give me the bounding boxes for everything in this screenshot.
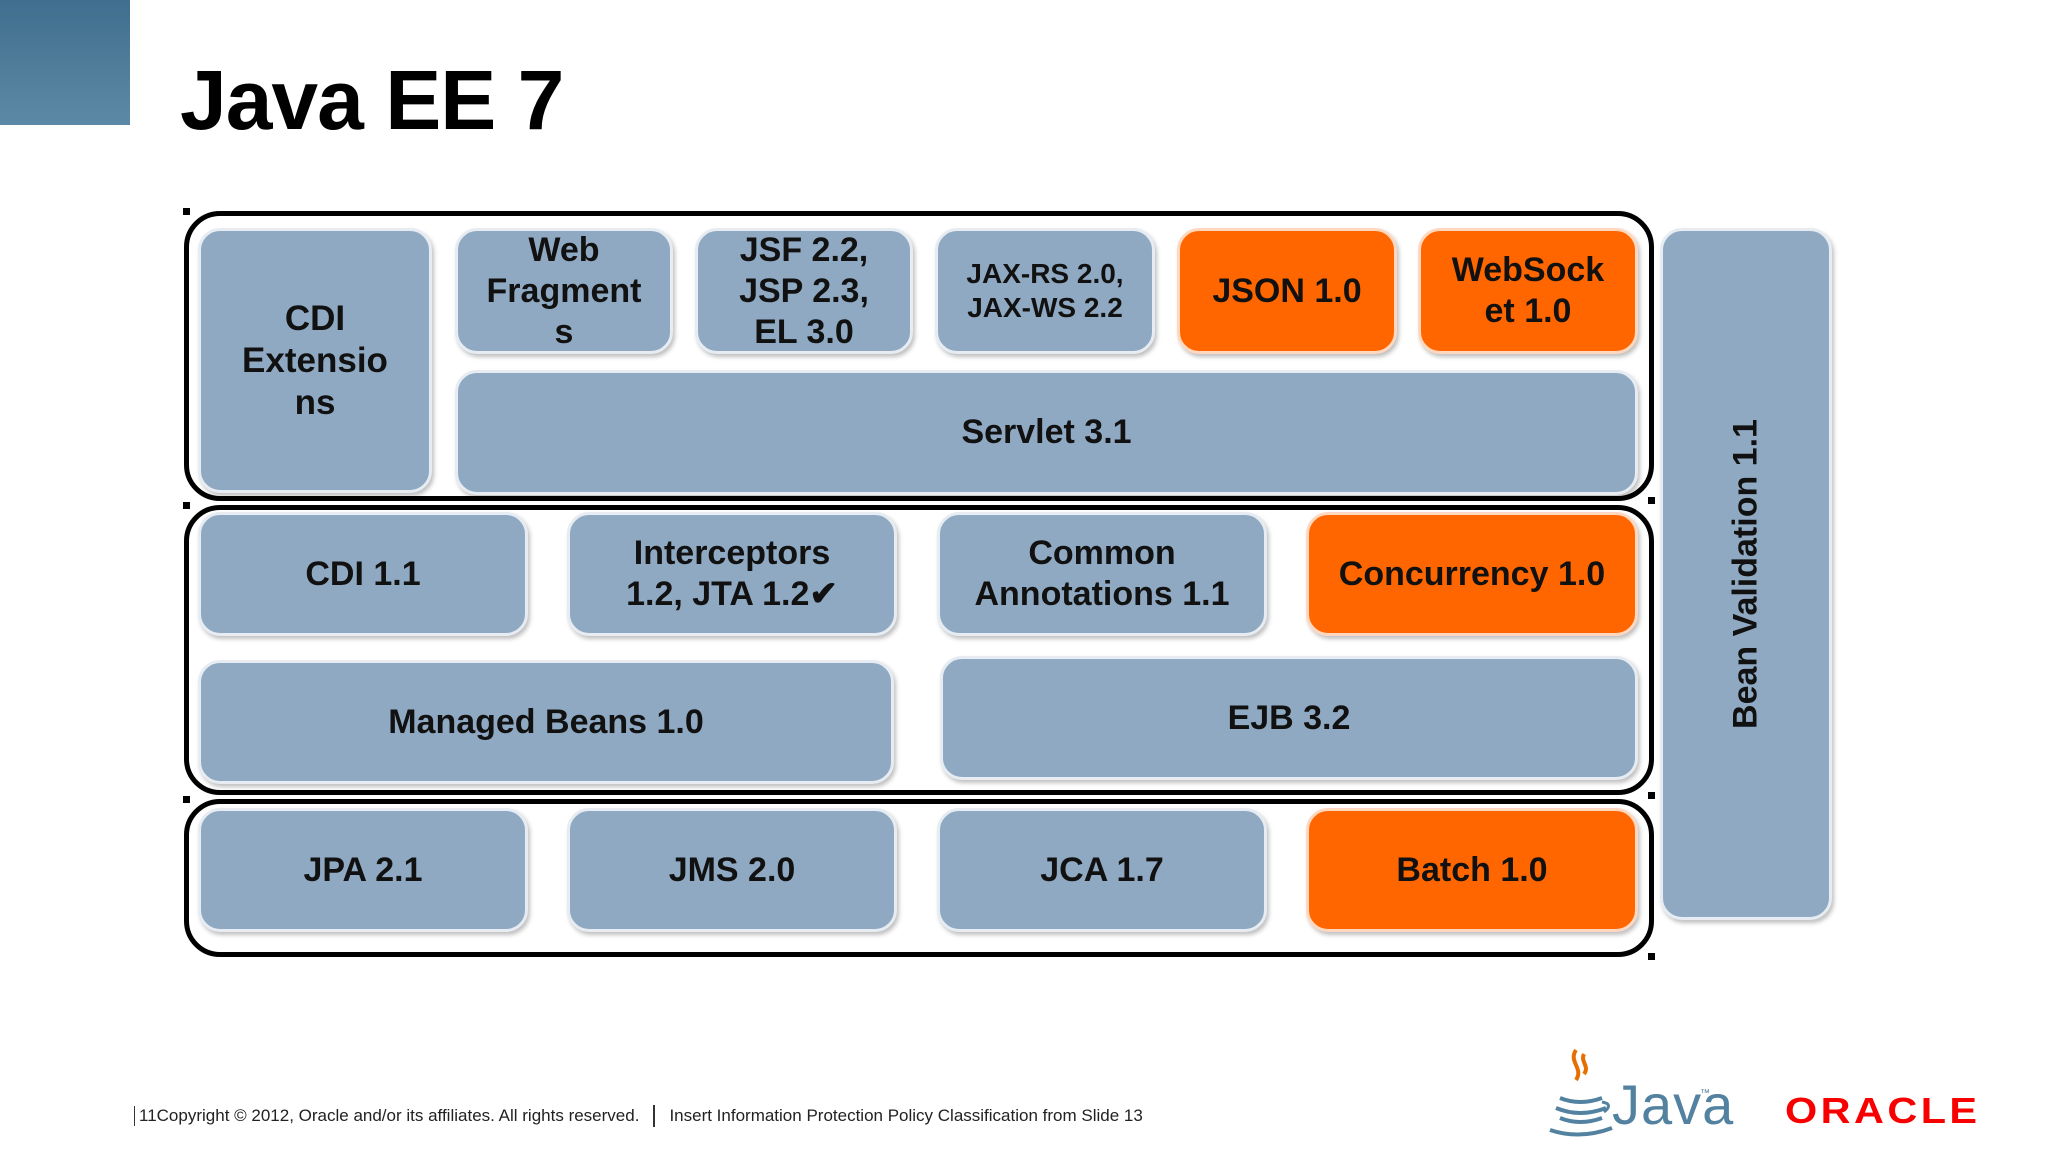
batch-box: Batch 1.0 [1306, 808, 1638, 932]
java-trademark: ™ [1700, 1088, 1710, 1099]
classification-text: Insert Information Protection Policy Cla… [669, 1106, 1143, 1125]
web-fragments-box: Web Fragment s [455, 228, 673, 354]
jsf-jsp-el-box: JSF 2.2, JSP 2.3, EL 3.0 [695, 228, 913, 354]
cdi-extensions-box: CDI Extensio ns [198, 228, 432, 493]
group-marker [183, 208, 190, 215]
group-marker [1648, 792, 1655, 799]
slide-footer: 11 Copyright © 2012, Oracle and/or its a… [134, 1105, 1143, 1127]
copyright-text: Copyright © 2012, Oracle and/or its affi… [156, 1106, 640, 1125]
servlet-box: Servlet 3.1 [455, 370, 1638, 495]
json-box: JSON 1.0 [1177, 228, 1397, 354]
websocket-box: WebSock et 1.0 [1418, 228, 1638, 354]
java-cup-icon [1549, 1048, 1613, 1137]
cdi-box: CDI 1.1 [198, 512, 528, 636]
page-number: 11 [139, 1106, 157, 1125]
java-logo-text: Java [1612, 1073, 1735, 1136]
jca-box: JCA 1.7 [937, 808, 1267, 932]
bean-validation-box: Bean Validation 1.1 [1660, 228, 1832, 920]
slide-corner-accent [0, 0, 130, 125]
jms-box: JMS 2.0 [567, 808, 897, 932]
jpa-box: JPA 2.1 [198, 808, 528, 932]
group-marker [183, 502, 190, 509]
slide-title: Java EE 7 [180, 53, 564, 147]
oracle-logo: ORACLE [1785, 1090, 1981, 1131]
group-marker [183, 796, 190, 803]
footer-separator [653, 1105, 656, 1127]
jax-rs-jax-ws-box: JAX-RS 2.0, JAX-WS 2.2 [935, 228, 1155, 354]
group-marker [1648, 497, 1655, 504]
managed-beans-box: Managed Beans 1.0 [198, 660, 894, 784]
common-annotations-box: Common Annotations 1.1 [937, 512, 1267, 636]
bean-validation-label: Bean Validation 1.1 [1726, 419, 1765, 729]
group-marker [1648, 953, 1655, 960]
footer-divider [134, 1106, 135, 1126]
ejb-box: EJB 3.2 [940, 656, 1638, 780]
interceptors-jta-box: Interceptors 1.2, JTA 1.2✔ [567, 512, 897, 636]
concurrency-box: Concurrency 1.0 [1306, 512, 1638, 636]
